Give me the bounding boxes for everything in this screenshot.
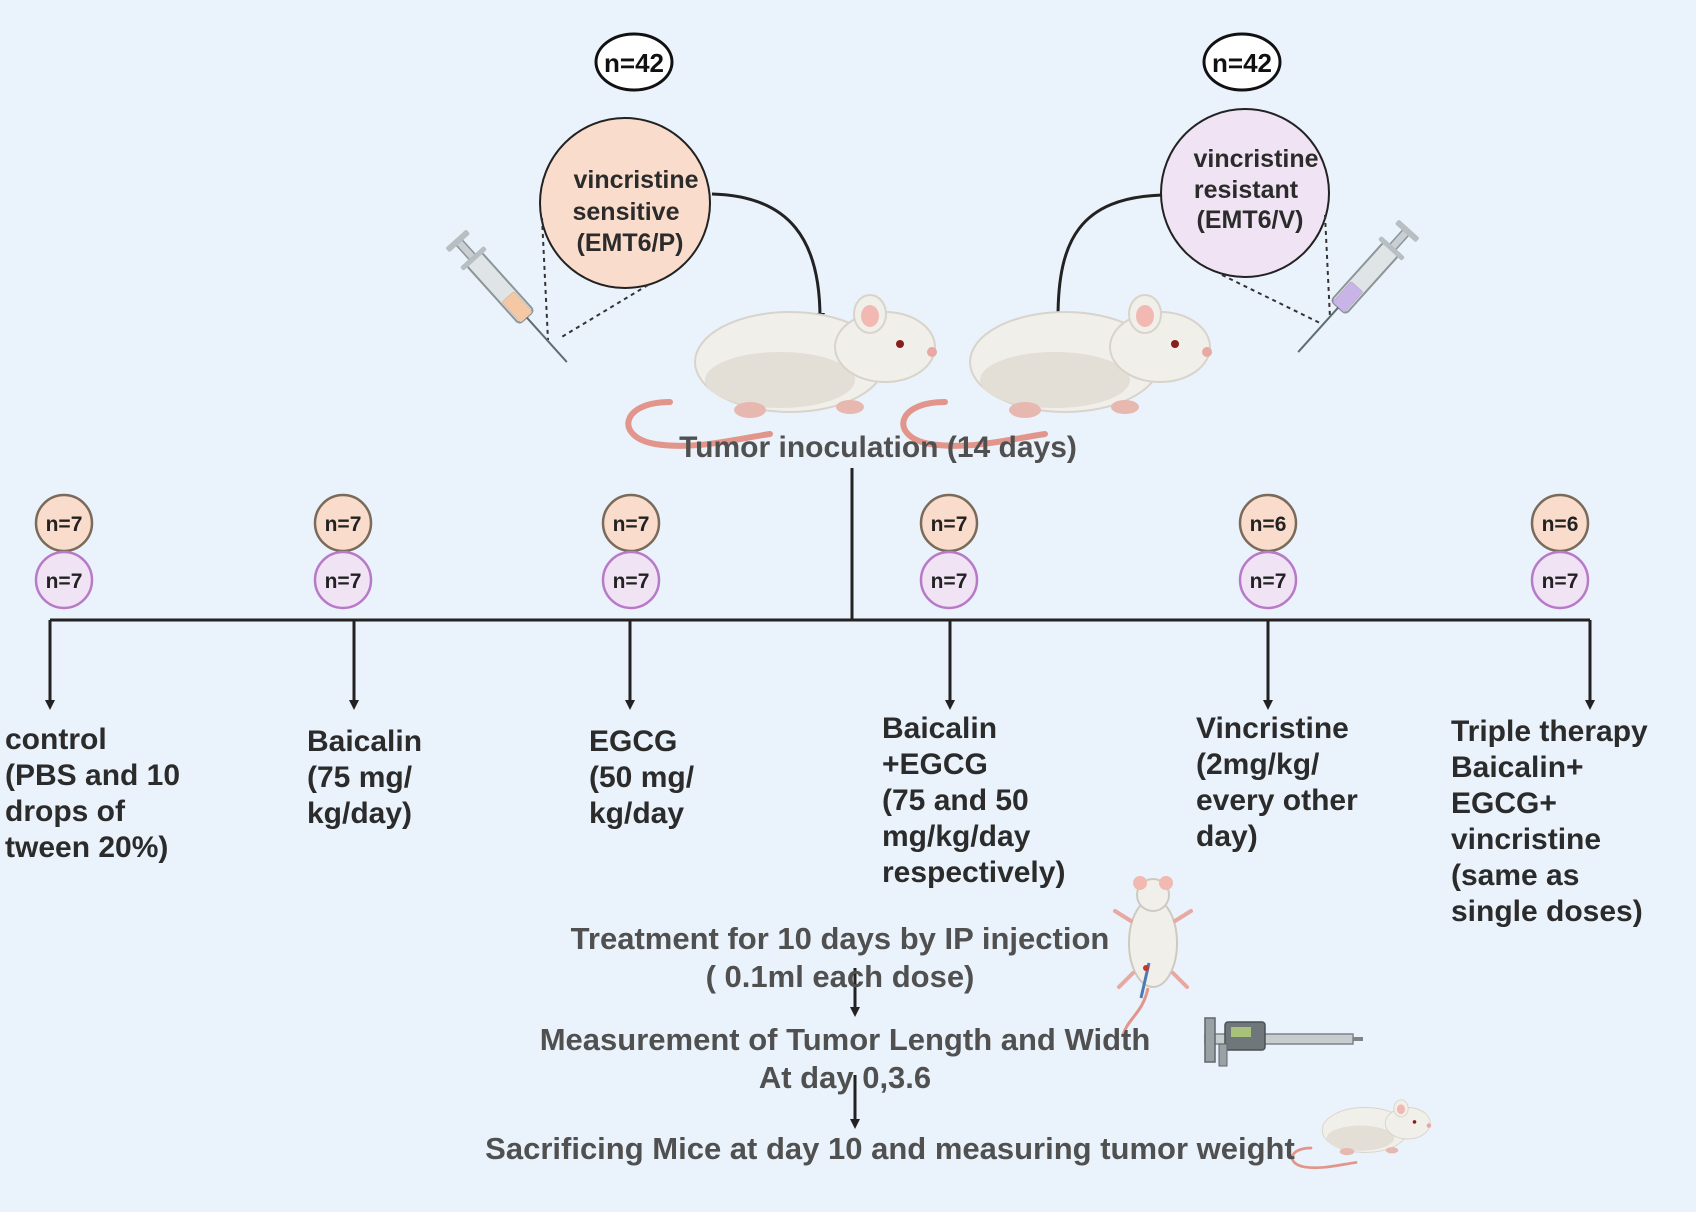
treatment-groups: n=7 n=7 n=7 n=7 n=7 n=7 n=7 n=7 n=6 n=7 n=6 n=7 [34, 493, 1595, 710]
n-badge-resistant-text: n=7 [46, 570, 83, 593]
n-badge-sensitive-text: n=6 [1250, 513, 1287, 536]
measurement-step: Measurement of Tumor Length and Width At… [539, 1022, 1151, 1095]
n-badge-sensitive-text: n=7 [931, 513, 968, 536]
inoculation-label: Tumor inoculation (14 days) [679, 431, 1077, 464]
group-label-triple: Triple therapy Baicalin+ EGCG+ vincristi… [1451, 715, 1648, 928]
n-badge-sensitive-text: n=42 [604, 48, 664, 78]
injected-mouse-icon [1113, 876, 1193, 1036]
n-badge-resistant-text: n=7 [325, 570, 362, 593]
n-badge-sensitive-text: n=7 [46, 513, 83, 536]
sensitive-cell-circle [539, 117, 711, 289]
treatment-step: Treatment for 10 days by IP injection ( … [570, 921, 1110, 994]
group-label-egcg: EGCG (50 mg/ kg/day [589, 725, 695, 830]
group-label-baicalin-egcg: Baicalin +EGCG (75 and 50 mg/kg/day resp… [882, 712, 1066, 889]
resistant-line2: resistant [1194, 176, 1299, 204]
syringe-icon [442, 226, 580, 374]
n-badge-resistant-group [1238, 550, 1298, 610]
resistant-cell-group: n=42 vincristine resistant (EMT6/V) [1053, 32, 1423, 364]
sacrifice-step: Sacrificing Mice at day 10 and measuring… [485, 1131, 1295, 1166]
caliper-icon [1204, 1017, 1363, 1067]
n-badge-resistant-text: n=42 [1212, 48, 1272, 78]
n-badge-sensitive-text: n=7 [325, 513, 362, 536]
resistant-line3: (EMT6/V) [1197, 206, 1304, 234]
resistant-line1: vincristine [1193, 145, 1318, 173]
group-label-control: control (PBS and 10 drops of tween 20%) [5, 723, 181, 864]
sensitive-cell-group: n=42 vincristine sensitive (EMT6/P) [442, 32, 825, 374]
n-badge-resistant-text: n=7 [1250, 570, 1287, 593]
n-badge-sensitive-text: n=7 [613, 513, 650, 536]
group-label-vincristine: Vincristine (2mg/kg/ every other day) [1196, 712, 1358, 853]
n-badge-resistant-group [34, 550, 94, 610]
n-badge-resistant [1202, 32, 1282, 92]
sensitive-line2: sensitive [572, 198, 679, 226]
syringe-icon [1285, 216, 1423, 364]
mouse-icon [628, 295, 937, 446]
n-badge-resistant-text: n=7 [1542, 570, 1579, 593]
n-badge-sensitive-text: n=6 [1542, 513, 1579, 536]
n-badge-resistant-group [601, 550, 661, 610]
n-badge-resistant-group [1530, 550, 1590, 610]
n-badge-resistant-group [313, 550, 373, 610]
mouse-icon [903, 295, 1212, 446]
resistant-cell-circle [1160, 108, 1330, 278]
sensitive-line1: vincristine [573, 166, 698, 194]
n-badge-resistant-group [919, 550, 979, 610]
group-label-baicalin: Baicalin (75 mg/ kg/day) [307, 725, 423, 830]
sensitive-line3: (EMT6/P) [577, 229, 684, 257]
n-badge-sensitive [594, 32, 674, 92]
n-badge-resistant-text: n=7 [613, 570, 650, 593]
n-badge-resistant-text: n=7 [931, 570, 968, 593]
